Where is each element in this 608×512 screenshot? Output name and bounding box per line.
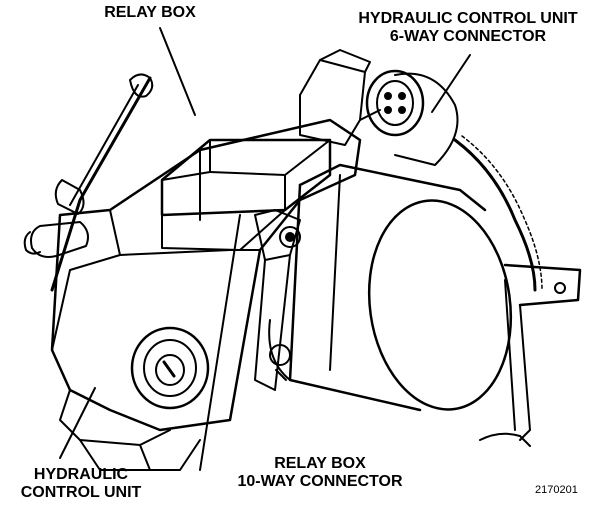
hcu-label-line1: HYDRAULIC [33, 466, 129, 483]
hydraulic-control-unit-body [50, 118, 362, 471]
hcu-connector-label-line2: 6-WAY CONNECTOR [389, 28, 547, 45]
pump-motor [268, 163, 513, 412]
relay-connector-label: RELAY BOX 10-WAY CONNECTOR [205, 455, 435, 491]
hcu-port [130, 326, 210, 410]
figure-number: 2170201 [535, 484, 578, 496]
relay-connector-label-line1: RELAY BOX [274, 455, 366, 472]
relay-box [160, 138, 332, 251]
leader-lines [59, 27, 471, 471]
bracket-arm [254, 209, 301, 391]
motor-mount-strap [479, 263, 582, 447]
mounting-bracket [23, 73, 154, 292]
hcu-label: HYDRAULIC CONTROL UNIT [6, 466, 156, 502]
relay-connector-label-line2: 10-WAY CONNECTOR [237, 473, 403, 490]
hcu-label-line2: CONTROL UNIT [20, 484, 142, 501]
hcu-connector-label: HYDRAULIC CONTROL UNIT 6-WAY CONNECTOR [338, 10, 598, 46]
six-way-connector [365, 69, 459, 166]
hcu-connector-label-line1: HYDRAULIC CONTROL UNIT [358, 10, 578, 27]
relay-box-label: RELAY BOX [104, 4, 196, 21]
